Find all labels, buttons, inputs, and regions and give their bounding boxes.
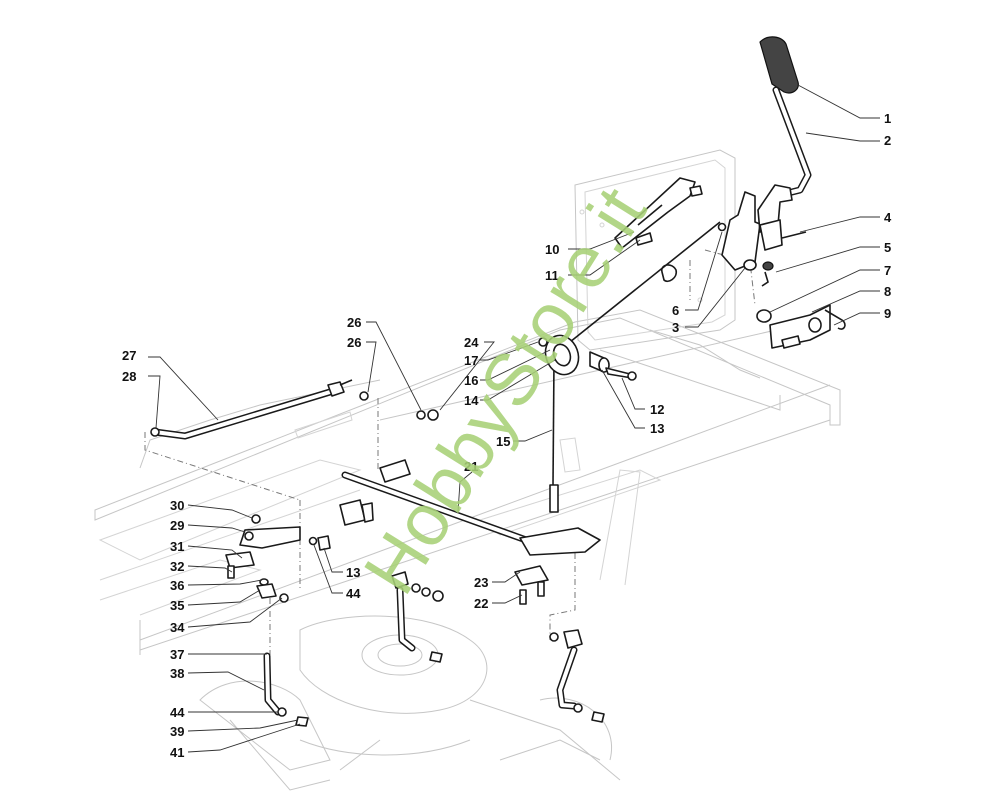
left-arm-assembly [225,514,331,603]
height-plate [614,177,703,249]
control-cable [549,221,721,513]
callout-16: 16 [464,373,479,388]
right-hanger [549,629,605,723]
washers-24-26 [416,409,439,421]
callout-15: 15 [496,434,511,449]
callout-36: 36 [170,578,185,593]
pulley-assembly [538,334,637,381]
center-hanger [391,565,549,663]
pedal-bracket [756,304,846,349]
lever-grip [759,36,799,94]
callout-14: 14 [464,393,479,408]
callout-22: 22 [474,596,489,611]
callout-44-upper: 44 [346,586,361,601]
callout-26-upper: 26 [347,315,362,330]
callout-13-lower: 13 [346,565,361,580]
ghost-dash-panel [574,149,736,351]
rear-link-rod [150,379,369,440]
callout-1: 1 [884,111,892,126]
callout-5: 5 [884,240,892,255]
callout-21: 21 [464,459,479,474]
callout-13-upper: 13 [650,421,665,436]
callout-10: 10 [545,242,560,257]
callout-7: 7 [884,263,892,278]
callout-39: 39 [170,724,185,739]
callout-8: 8 [884,284,892,299]
callout-6: 6 [672,303,680,318]
callout-34: 34 [170,620,185,635]
lever-handle-assembly [759,36,812,199]
callout-26-lower: 26 [347,335,362,350]
callout-24: 24 [464,335,479,350]
cross-shaft [339,459,601,556]
callout-11: 11 [545,268,559,283]
callout-32: 32 [170,559,185,574]
callout-9: 9 [884,306,892,321]
left-hanger-rod [263,652,309,727]
callout-31: 31 [170,539,185,554]
callout-28: 28 [122,369,137,384]
callout-38: 38 [170,666,185,681]
callout-27: 27 [122,348,137,363]
callout-23: 23 [474,575,489,590]
assembly-lines [144,249,756,655]
callout-4: 4 [884,210,892,225]
callout-17: 17 [464,353,479,368]
leader-lines [148,84,880,753]
callout-30: 30 [170,498,185,513]
callout-37: 37 [170,647,185,662]
callout-2: 2 [884,133,892,148]
callout-3: 3 [672,320,680,335]
callout-44-lower: 44 [170,705,185,720]
callout-41: 41 [170,745,185,760]
callout-12: 12 [650,402,665,417]
callout-29: 29 [170,518,185,533]
callout-35: 35 [170,598,185,613]
